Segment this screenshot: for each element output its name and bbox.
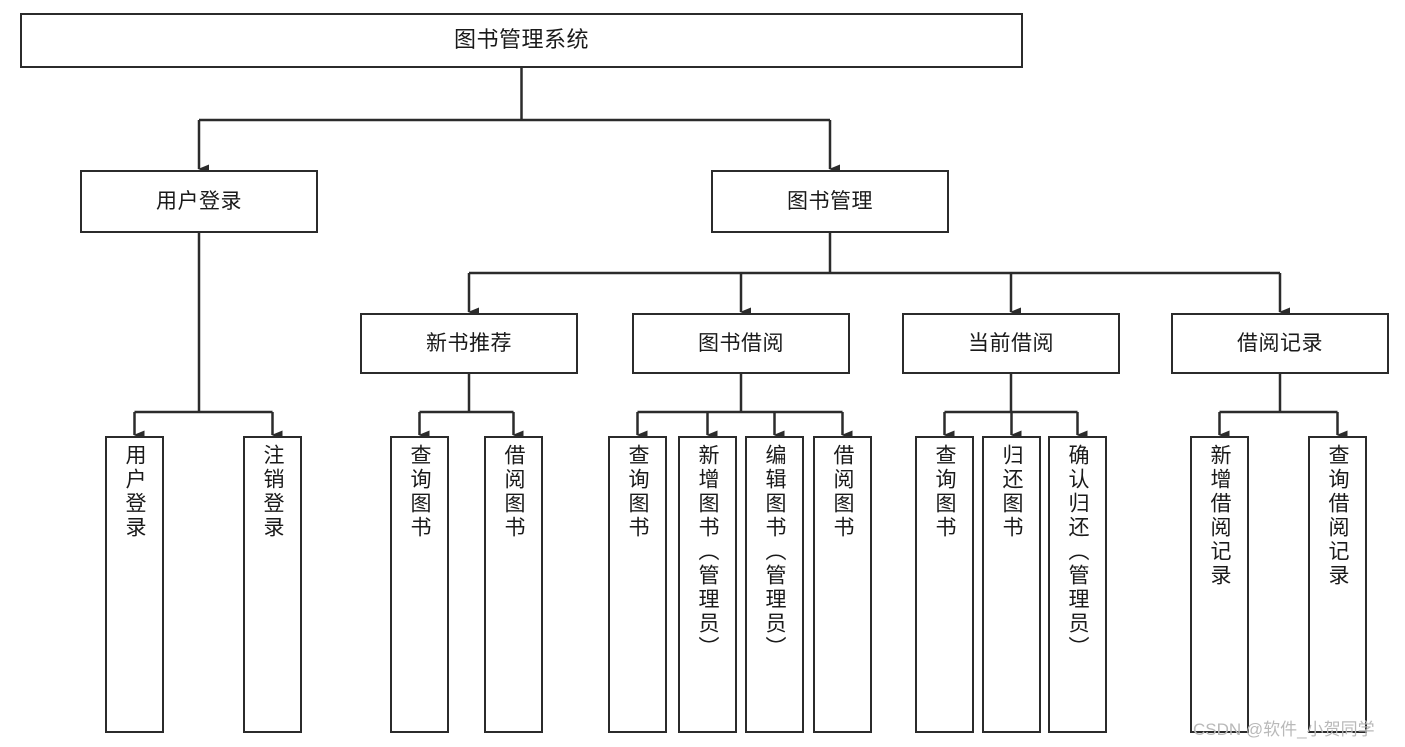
- node-leaf-borrow-1[interactable]: 借阅图书: [484, 436, 543, 733]
- node-root[interactable]: 图书管理系统: [20, 13, 1023, 68]
- node-label: 图书管理: [787, 189, 873, 213]
- node-label: 归还图书: [1000, 444, 1023, 540]
- node-label: 查询图书: [408, 444, 431, 540]
- node-label: 图书借阅: [698, 331, 784, 355]
- node-label: 新增图书（管理员）: [696, 444, 719, 660]
- node-label: 注销登录: [261, 444, 284, 540]
- node-label: 借阅图书: [831, 444, 854, 540]
- node-leaf-add-record[interactable]: 新增借阅记录: [1190, 436, 1249, 733]
- node-leaf-add-book[interactable]: 新增图书（管理员）: [678, 436, 737, 733]
- node-leaf-confirm[interactable]: 确认归还（管理员）: [1048, 436, 1107, 733]
- node-label: 新书推荐: [426, 331, 512, 355]
- node-label: 用户登录: [123, 444, 146, 540]
- node-label: 借阅记录: [1237, 331, 1323, 355]
- node-leaf-query-3[interactable]: 查询图书: [915, 436, 974, 733]
- node-leaf-return[interactable]: 归还图书: [982, 436, 1041, 733]
- node-label: 新增借阅记录: [1208, 444, 1231, 588]
- node-label: 编辑图书（管理员）: [763, 444, 786, 660]
- node-new-book-rec[interactable]: 新书推荐: [360, 313, 578, 374]
- node-label: 查询图书: [933, 444, 956, 540]
- csdn-watermark: CSDN @软件_小贺同学: [1193, 720, 1375, 739]
- node-borrow-record[interactable]: 借阅记录: [1171, 313, 1389, 374]
- node-leaf-query-rec[interactable]: 查询借阅记录: [1308, 436, 1367, 733]
- node-label: 确认归还（管理员）: [1066, 444, 1089, 660]
- node-label: 借阅图书: [502, 444, 525, 540]
- node-label: 图书管理系统: [453, 27, 589, 53]
- node-label: 查询借阅记录: [1326, 444, 1349, 588]
- node-leaf-edit-book[interactable]: 编辑图书（管理员）: [745, 436, 804, 733]
- node-label: 查询图书: [626, 444, 649, 540]
- node-book-manage[interactable]: 图书管理: [711, 170, 949, 233]
- node-leaf-user-login[interactable]: 用户登录: [105, 436, 164, 733]
- node-book-borrow[interactable]: 图书借阅: [632, 313, 850, 374]
- node-label: 用户登录: [156, 189, 242, 213]
- node-leaf-query-1[interactable]: 查询图书: [390, 436, 449, 733]
- node-leaf-logout[interactable]: 注销登录: [243, 436, 302, 733]
- node-current-borrow[interactable]: 当前借阅: [902, 313, 1120, 374]
- node-leaf-query-2[interactable]: 查询图书: [608, 436, 667, 733]
- edges: [133, 68, 1348, 440]
- node-user-login[interactable]: 用户登录: [80, 170, 318, 233]
- node-label: 当前借阅: [968, 331, 1054, 355]
- node-leaf-borrow-2[interactable]: 借阅图书: [813, 436, 872, 733]
